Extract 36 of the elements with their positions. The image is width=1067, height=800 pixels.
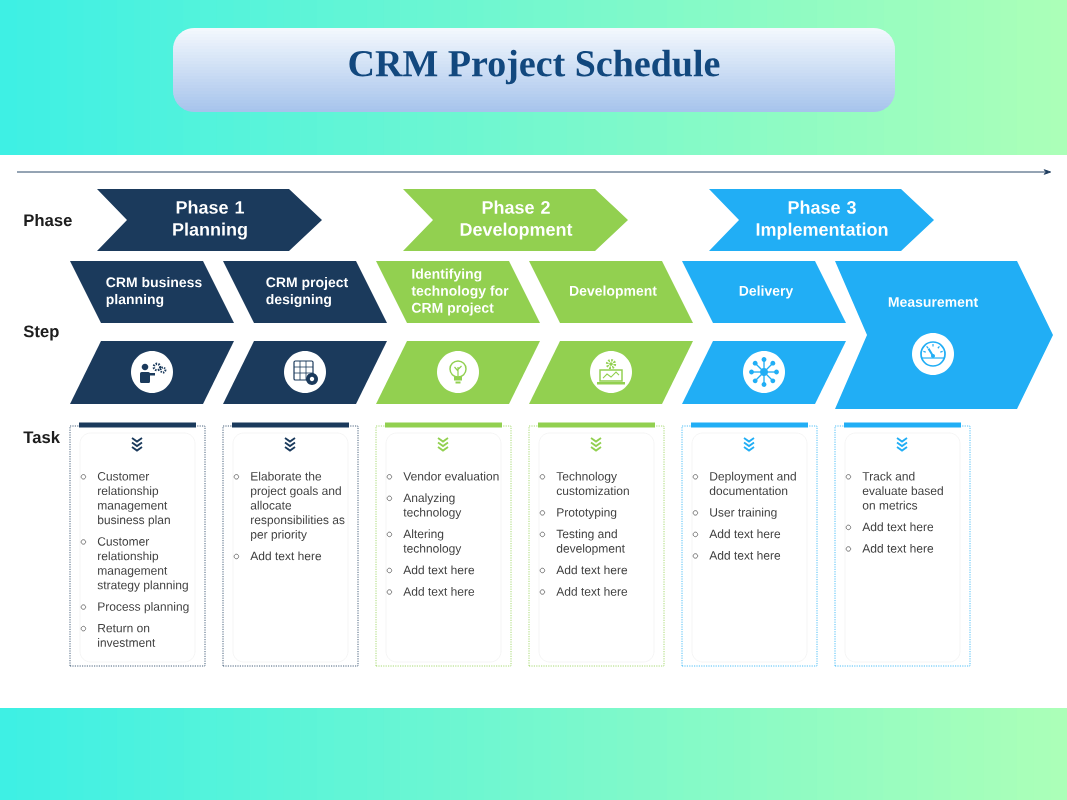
task-item: User training: [710, 507, 777, 519]
row-label: Task: [23, 430, 61, 444]
task-item: Add text here: [709, 550, 781, 560]
row-label: Step: [23, 325, 59, 341]
task-item: Add text here: [556, 565, 628, 575]
phase-chevron: Phase 2 Development: [403, 189, 628, 251]
step-parallelogram: Development: [529, 261, 693, 323]
task-item: Vendor evaluation: [403, 471, 499, 481]
task-item: Add text here: [862, 522, 934, 532]
row-label: Phase: [24, 213, 72, 227]
task-item: Process planning: [98, 602, 189, 614]
task-item: Customer relationship management business plan: [97, 472, 170, 527]
step-parallelogram: CRM business planning: [70, 261, 234, 323]
task-item: Return on investment: [98, 624, 156, 647]
task-item: Elaborate the project goals and allocate responsibilities as per priority: [250, 471, 345, 542]
task-item: Analyzing technology: [403, 493, 462, 519]
task-item: Deployment and documentation: [709, 471, 796, 496]
task-item: Add text here: [403, 586, 475, 596]
task-item: Altering technology: [403, 529, 462, 556]
task-item: Add text here: [709, 529, 781, 539]
step-parallelogram: Identifying technology for CRM project: [376, 261, 540, 323]
task-item: Add text here: [403, 565, 475, 575]
task-item: Add text here: [250, 551, 322, 561]
task-item: Add text here: [556, 586, 628, 596]
phase-chevron: Phase 3 Implementation: [709, 189, 934, 251]
task-item: Testing and development: [556, 529, 625, 556]
step-parallelogram: Delivery: [682, 261, 846, 323]
step-chevron: Measurement: [835, 261, 1053, 409]
task-item: Prototyping: [557, 507, 617, 519]
task-item: Customer relationship management strategy planning: [97, 537, 188, 592]
task-item: Technology customization: [556, 471, 629, 496]
task-item: Track and evaluate based on metrics: [862, 471, 943, 510]
phase-chevron: Phase 1 Planning: [97, 189, 322, 251]
title: CRM Project Schedule: [349, 49, 720, 85]
task-item: Add text here: [862, 543, 934, 553]
step-parallelogram: CRM project designing: [223, 261, 387, 323]
